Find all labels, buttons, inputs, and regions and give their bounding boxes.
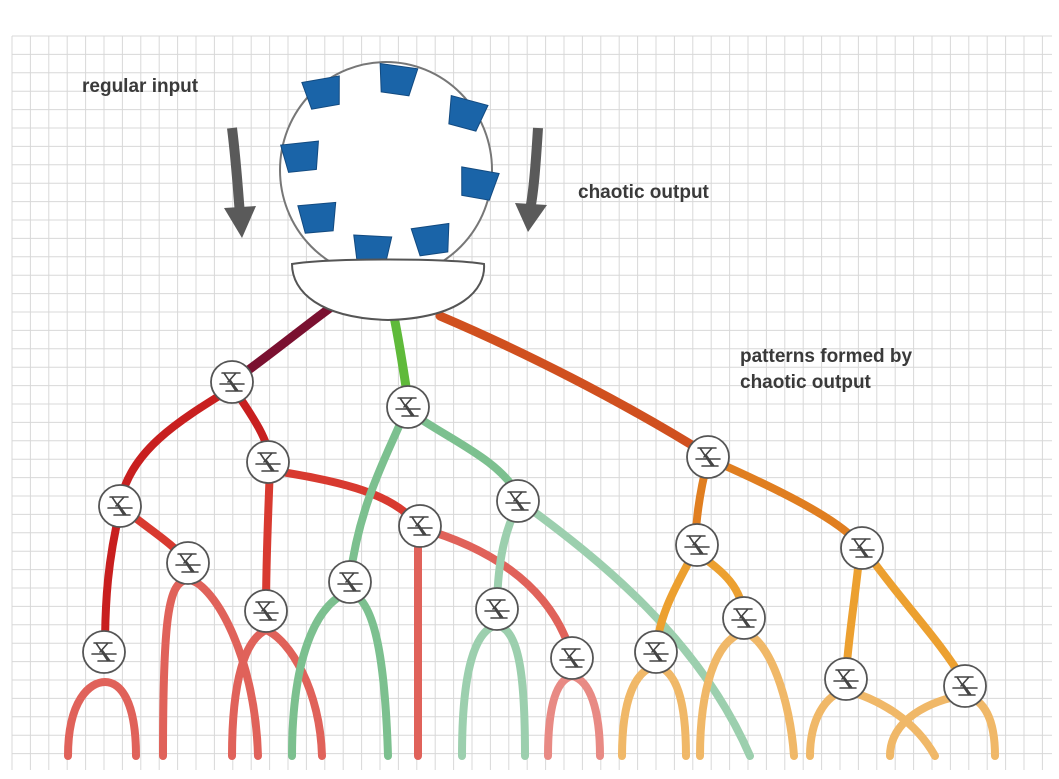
bucket-shape xyxy=(297,201,337,234)
node-glyph xyxy=(91,642,117,662)
bucket xyxy=(461,166,500,201)
node-glyph xyxy=(253,601,279,621)
arrows xyxy=(224,127,547,238)
node-glyph xyxy=(731,608,757,628)
arrow-down-icon xyxy=(525,127,543,211)
bucket-shape xyxy=(301,75,340,110)
bucket-shape xyxy=(379,62,419,97)
branch-path xyxy=(458,620,529,760)
cross-junction-icon xyxy=(166,541,210,585)
branch-path xyxy=(708,456,864,549)
bucket xyxy=(379,62,419,97)
bucket-shape xyxy=(279,140,319,173)
node-glyph xyxy=(952,676,978,696)
cross-junction-icon xyxy=(246,440,290,484)
bucket xyxy=(297,201,337,234)
arrow-head xyxy=(515,203,547,232)
cross-junction-icon xyxy=(475,587,519,631)
node-glyph xyxy=(255,452,281,472)
cross-junction-icon xyxy=(824,657,868,701)
node-glyph xyxy=(559,648,585,668)
arrow-head xyxy=(224,206,256,238)
cross-junction-icon xyxy=(722,596,766,640)
branch-path xyxy=(262,462,274,614)
node-glyph xyxy=(695,447,721,467)
bucket xyxy=(448,94,489,132)
cross-junction-icon xyxy=(840,526,884,570)
bucket-shape xyxy=(410,222,450,257)
cross-junction-icon xyxy=(210,360,254,404)
cross-junction-icon xyxy=(398,504,442,548)
branch-path xyxy=(521,501,754,760)
node-glyph xyxy=(643,642,669,662)
bucket-shape xyxy=(461,166,500,201)
waterwheel-icon xyxy=(279,61,500,322)
cross-junction-icon xyxy=(634,630,678,674)
chaotic-output-label: chaotic output xyxy=(578,182,709,203)
branch-path xyxy=(416,524,576,660)
patterns-label-line1: patterns formed by xyxy=(740,346,913,367)
node-glyph xyxy=(407,516,433,536)
cross-junction-icon xyxy=(244,589,288,633)
branch-path xyxy=(806,685,939,760)
branch-path xyxy=(435,311,713,460)
branch-path xyxy=(64,677,140,760)
bucket xyxy=(279,140,319,173)
node-glyph xyxy=(337,572,363,592)
node-glyph xyxy=(833,669,859,689)
bucket xyxy=(301,75,340,110)
cross-junction-icon xyxy=(686,435,730,479)
regular-input-label: regular input xyxy=(82,76,199,97)
bucket xyxy=(410,222,450,257)
cross-junction-icon xyxy=(98,484,142,528)
node-glyph xyxy=(219,372,245,392)
patterns-label: patterns formed by chaotic output xyxy=(740,344,912,396)
branch-path xyxy=(116,384,236,507)
branch-path xyxy=(544,671,604,760)
node-glyph xyxy=(395,397,421,417)
cross-junction-icon xyxy=(550,636,594,680)
node-glyph xyxy=(484,599,510,619)
cross-junction-icon xyxy=(386,385,430,429)
branch-path xyxy=(406,408,522,499)
cross-junction-icon xyxy=(82,630,126,674)
cross-junction-icon xyxy=(675,523,719,567)
node-glyph xyxy=(107,496,133,516)
patterns-label-line2: chaotic output xyxy=(740,372,871,393)
cross-junction-icon xyxy=(943,664,987,708)
cross-junction-icon xyxy=(496,479,540,523)
branch-path xyxy=(266,466,422,529)
branch-path xyxy=(886,690,999,760)
node-glyph xyxy=(849,538,875,558)
branch-path xyxy=(101,506,124,654)
node-glyph xyxy=(684,535,710,555)
bucket-shape xyxy=(448,94,489,132)
junction-nodes xyxy=(82,360,987,708)
cross-junction-icon xyxy=(328,560,372,604)
node-glyph xyxy=(175,553,201,573)
node-glyph xyxy=(505,491,531,511)
basin-icon xyxy=(290,258,486,322)
